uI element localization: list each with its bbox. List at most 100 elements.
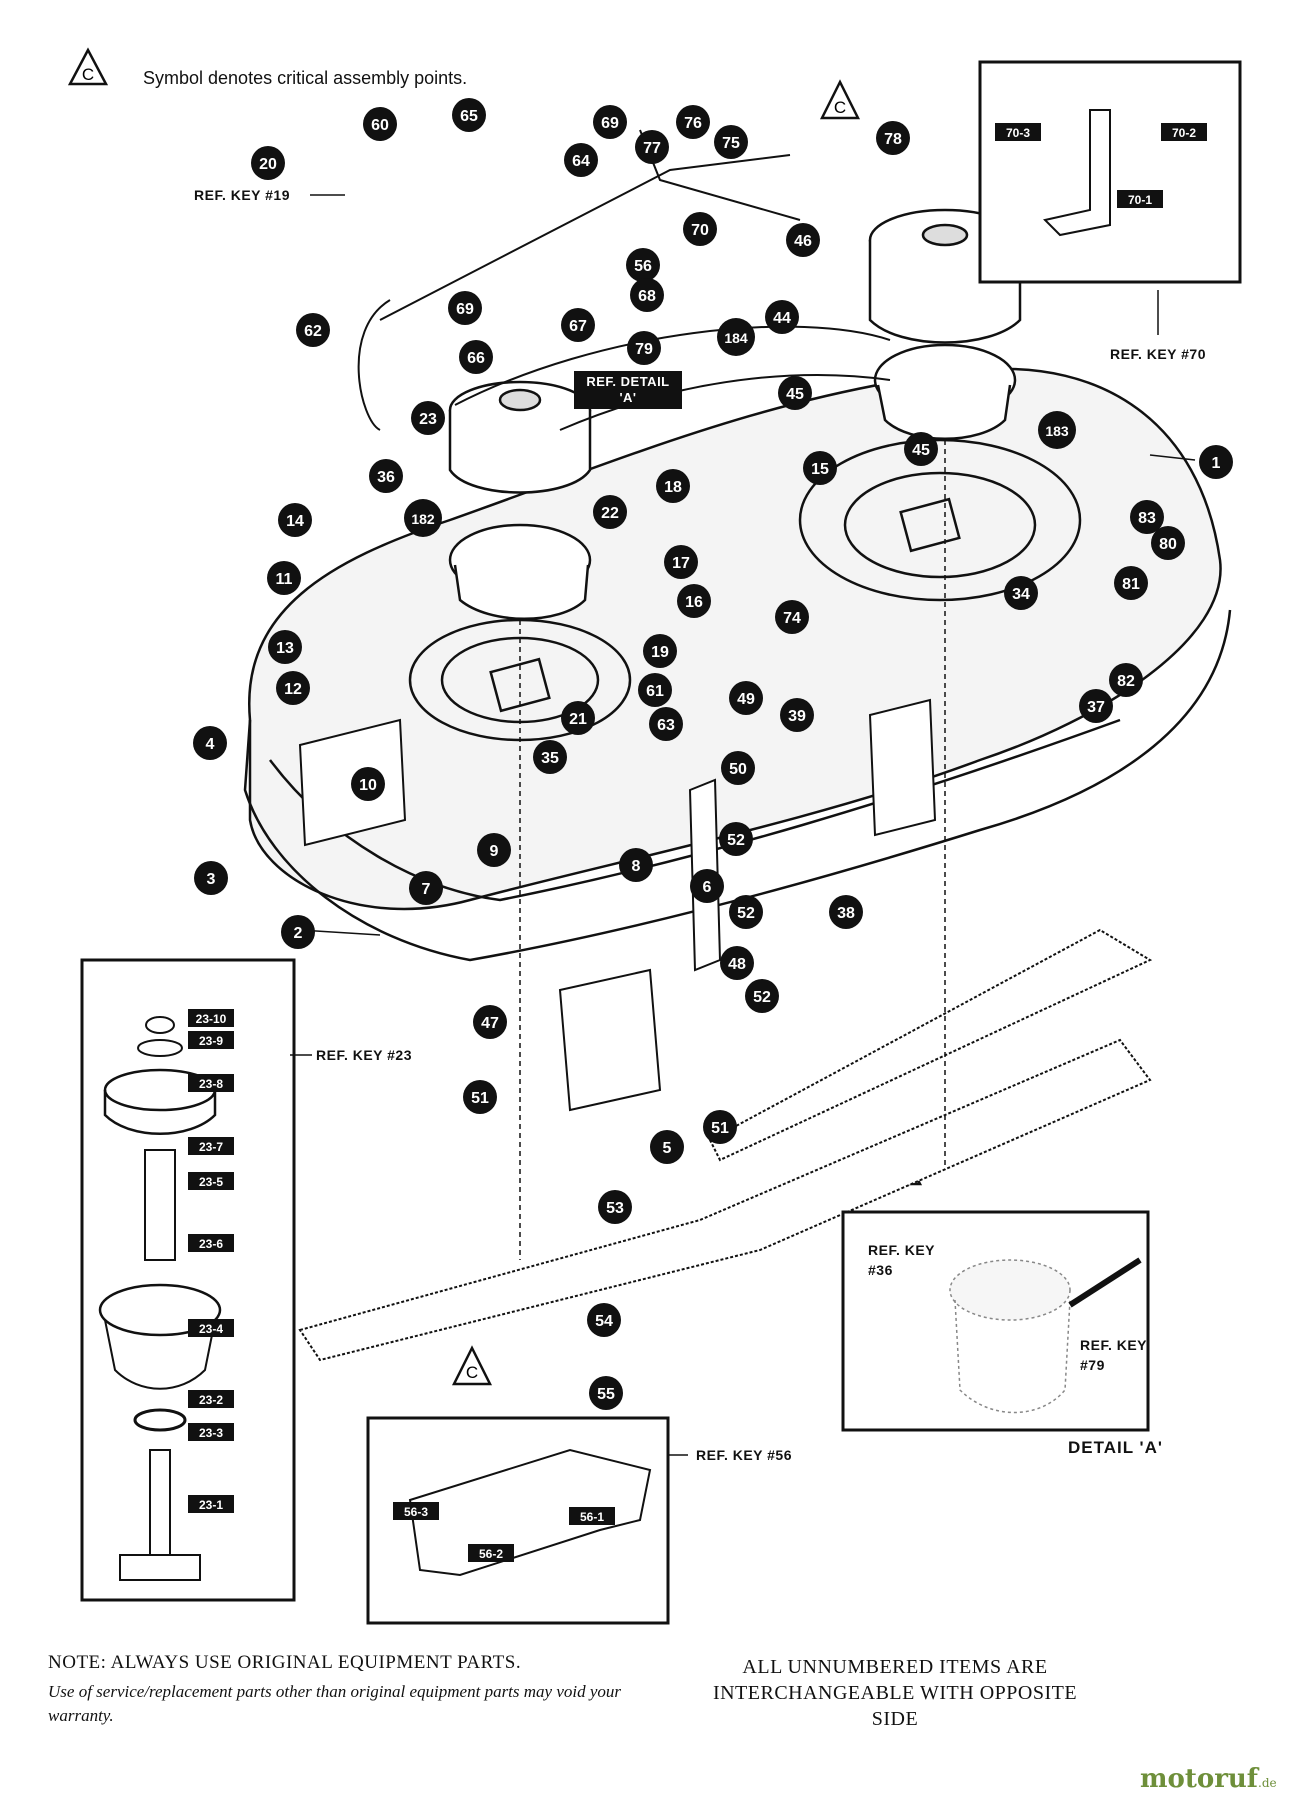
callout-circle <box>268 630 302 664</box>
part-tag-23-7: 23-7 <box>188 1137 234 1155</box>
callout-number: 60 <box>371 117 389 134</box>
callout-45: 45 <box>778 376 812 410</box>
callout-number: 18 <box>664 479 682 496</box>
part-tag-70-1: 70-1 <box>1117 190 1163 208</box>
part-tag-box <box>188 1423 234 1441</box>
callout-number: 36 <box>377 469 395 486</box>
callout-66: 66 <box>459 340 493 374</box>
callout-36: 36 <box>369 459 403 493</box>
callout-76: 76 <box>676 105 710 139</box>
callout-9: 9 <box>477 833 511 867</box>
callout-circle <box>598 1190 632 1224</box>
callout-78: 78 <box>876 121 910 155</box>
callout-number: 4 <box>206 736 215 753</box>
callout-37: 37 <box>1079 689 1113 723</box>
callout-circle <box>1114 566 1148 600</box>
callout-number: 17 <box>672 555 690 572</box>
callout-number: 52 <box>727 832 745 849</box>
callout-number: 54 <box>595 1313 613 1330</box>
callout-number: 53 <box>606 1200 624 1217</box>
callout-35: 35 <box>533 740 567 774</box>
callout-circle <box>876 121 910 155</box>
callout-number: 45 <box>912 442 930 459</box>
callout-number: 10 <box>359 777 377 794</box>
callout-circle <box>1130 500 1164 534</box>
callout-52: 52 <box>745 979 779 1013</box>
callout-circle <box>765 300 799 334</box>
callout-69: 69 <box>593 105 627 139</box>
part-tag-text: 23-4 <box>199 1322 223 1336</box>
callout-53: 53 <box>598 1190 632 1224</box>
callout-number: 52 <box>753 989 771 1006</box>
callout-183: 183 <box>1038 411 1076 449</box>
callout-77: 77 <box>635 130 669 164</box>
callout-circle <box>369 459 403 493</box>
callout-34: 34 <box>1004 576 1038 610</box>
callout-56: 56 <box>626 248 660 282</box>
callout-number: 35 <box>541 750 559 767</box>
callout-circle <box>729 895 763 929</box>
callout-52: 52 <box>719 822 753 856</box>
callout-circle <box>745 979 779 1013</box>
callout-7: 7 <box>409 871 443 905</box>
callout-number: 13 <box>276 640 294 657</box>
part-tag-56-1: 56-1 <box>569 1507 615 1525</box>
callout-79: 79 <box>627 331 661 365</box>
part-tag-text: 70-2 <box>1172 126 1196 140</box>
callout-17: 17 <box>664 545 698 579</box>
part-tag-box <box>188 1074 234 1092</box>
callout-11: 11 <box>267 561 301 595</box>
part-tag-text: 23-9 <box>199 1034 223 1048</box>
mower-deck <box>243 367 1232 962</box>
callout-number: 51 <box>711 1120 729 1137</box>
callout-14: 14 <box>278 503 312 537</box>
callout-circle <box>267 561 301 595</box>
callout-circle <box>778 376 812 410</box>
ref-key-56: REF. KEY #56 <box>696 1447 793 1463</box>
callout-number: 34 <box>1012 586 1030 603</box>
callout-number: 3 <box>207 871 216 888</box>
callout-circle <box>593 495 627 529</box>
callout-number: 22 <box>601 505 619 522</box>
callout-number: 21 <box>569 711 587 728</box>
ref-detail-a: REF. DETAIL 'A' <box>574 371 682 409</box>
callout-number: 11 <box>276 571 293 588</box>
callout-circle <box>1038 411 1076 449</box>
callout-80: 80 <box>1151 526 1185 560</box>
callout-number: 183 <box>1045 423 1069 439</box>
callout-39: 39 <box>780 698 814 732</box>
note-body: Use of service/replacement parts other t… <box>48 1682 622 1725</box>
callout-number: 64 <box>572 153 590 170</box>
part-tag-text: 23-2 <box>199 1393 223 1407</box>
part-tag-box <box>995 123 1041 141</box>
callout-circle <box>593 105 627 139</box>
ref-key-19: REF. KEY #19 <box>194 187 291 203</box>
callout-circle <box>780 698 814 732</box>
critical-symbol-letter: C <box>466 1363 478 1382</box>
callout-number: 20 <box>259 156 277 173</box>
callout-number: 51 <box>471 1090 489 1107</box>
pulley-left <box>448 380 592 620</box>
callout-circle <box>411 401 445 435</box>
callout-circle <box>351 767 385 801</box>
callout-51: 51 <box>703 1110 737 1144</box>
callout-83: 83 <box>1130 500 1164 534</box>
callout-circle <box>635 130 669 164</box>
callout-circle <box>664 545 698 579</box>
part-tag-70-2: 70-2 <box>1161 123 1207 141</box>
callout-number: 39 <box>788 708 806 725</box>
callout-circle <box>561 701 595 735</box>
part-tag-text: 70-3 <box>1006 126 1030 140</box>
part-tag-box <box>188 1031 234 1049</box>
callout-circle <box>683 212 717 246</box>
callout-circle <box>649 707 683 741</box>
callout-number: 52 <box>737 905 755 922</box>
callout-70: 70 <box>683 212 717 246</box>
callout-64: 64 <box>564 143 598 177</box>
callout-circle <box>589 1376 623 1410</box>
callout-65: 65 <box>452 98 486 132</box>
part-tag-56-2: 56-2 <box>468 1544 514 1562</box>
callout-number: 75 <box>722 135 740 152</box>
